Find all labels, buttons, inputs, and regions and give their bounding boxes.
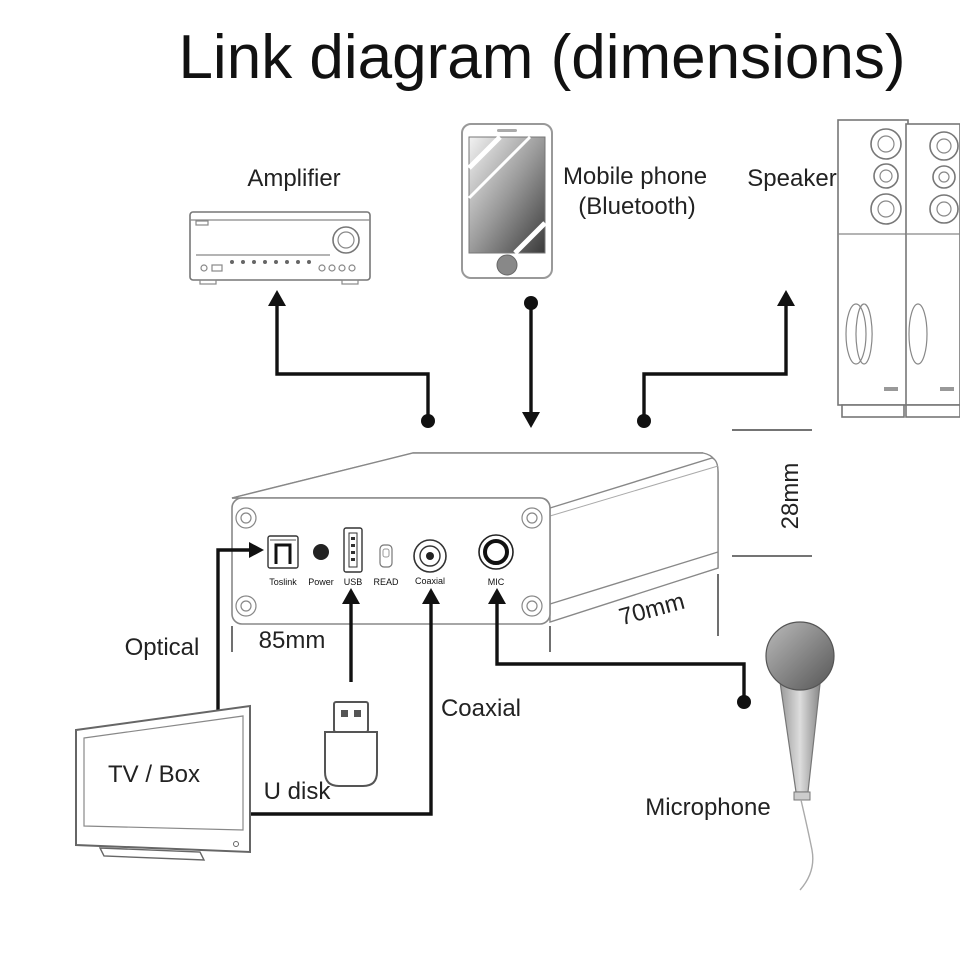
speaker-icon bbox=[837, 119, 960, 418]
mobile-phone-sublabel: (Bluetooth) bbox=[578, 193, 695, 220]
dimension-width: 85mm bbox=[259, 627, 326, 654]
tv-box-label: TV / Box bbox=[108, 761, 200, 788]
amplifier-label: Amplifier bbox=[247, 165, 340, 192]
port-label-coaxial: Coaxial bbox=[415, 576, 445, 586]
wire-microphone bbox=[488, 588, 751, 709]
optical-label: Optical bbox=[125, 634, 200, 661]
u-disk-label: U disk bbox=[264, 778, 332, 805]
amplifier-icon bbox=[189, 211, 371, 285]
dimension-markers bbox=[231, 429, 812, 652]
speaker-label: Speaker bbox=[747, 165, 836, 192]
coaxial-label: Coaxial bbox=[441, 695, 521, 722]
wire-amplifier bbox=[268, 290, 435, 428]
microphone-label: Microphone bbox=[645, 794, 770, 821]
dimension-height: 28mm bbox=[777, 463, 804, 530]
diagram-title: Link diagram (dimensions) bbox=[178, 23, 905, 92]
usb-drive-icon bbox=[324, 701, 378, 787]
port-label-toslink: Toslink bbox=[269, 577, 297, 587]
wire-coaxial bbox=[222, 588, 440, 816]
port-label-power: Power bbox=[308, 577, 334, 587]
tv-icon bbox=[75, 704, 251, 861]
mobile-phone-icon bbox=[461, 123, 553, 279]
wire-mobile-phone bbox=[522, 296, 540, 428]
wire-speaker bbox=[637, 290, 795, 428]
port-label-read: READ bbox=[373, 577, 399, 587]
wire-usb bbox=[342, 588, 360, 682]
port-label-mic: MIC bbox=[488, 577, 505, 587]
device-box bbox=[231, 452, 719, 625]
mobile-phone-label: Mobile phone bbox=[563, 163, 707, 190]
port-label-usb: USB bbox=[344, 577, 363, 587]
microphone-icon bbox=[765, 621, 835, 891]
